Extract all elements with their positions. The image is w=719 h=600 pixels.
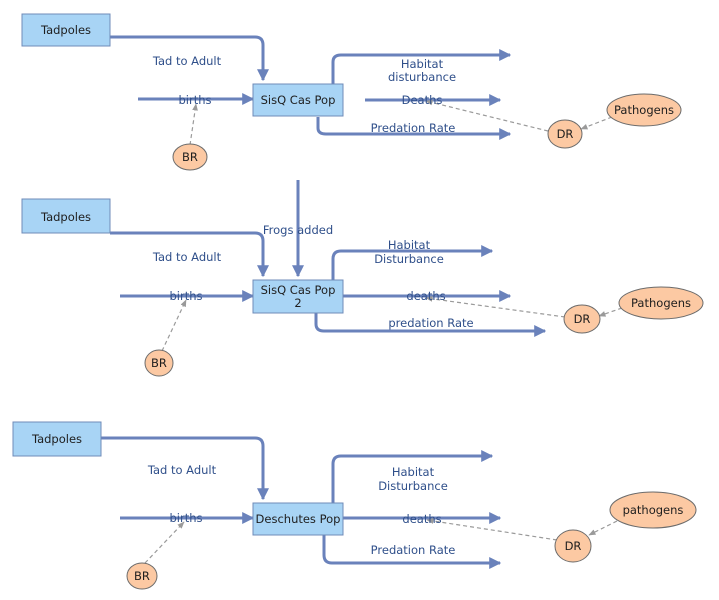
habitat-label-line1: Habitat xyxy=(401,57,444,71)
tad-to-adult-flow[interactable] xyxy=(101,436,269,501)
tadpoles-stock[interactable] xyxy=(21,198,111,234)
pathogens-to-dr-link xyxy=(598,307,623,317)
pathogens-label: Pathogens xyxy=(631,296,691,310)
diagram-2: Tadpoles SisQ Cas Pop 2 BR DR Pathogens … xyxy=(21,180,704,377)
tad-to-adult-label: Tad to Adult xyxy=(152,54,222,68)
habitat-disturbance-flow[interactable] xyxy=(331,245,494,280)
br-label: BR xyxy=(151,356,167,370)
br-to-births-link xyxy=(189,103,198,146)
habitat-disturbance-flow[interactable] xyxy=(331,450,494,503)
population-stock-label: SisQ Cas Pop xyxy=(261,93,336,107)
br-variable[interactable] xyxy=(144,349,174,377)
pathogens-label: pathogens xyxy=(623,503,684,517)
dr-label: DR xyxy=(565,539,582,553)
pathogens-variable[interactable] xyxy=(618,286,704,320)
tad-to-adult-label: Tad to Adult xyxy=(147,463,217,477)
predation-rate-label: predation Rate xyxy=(388,316,473,330)
births-label: births xyxy=(169,511,202,525)
br-variable[interactable] xyxy=(126,562,158,590)
tadpoles-stock[interactable] xyxy=(12,421,102,457)
population-stock[interactable] xyxy=(252,502,344,536)
dr-label: DR xyxy=(557,127,574,141)
tadpoles-stock[interactable] xyxy=(21,13,111,47)
population-stock[interactable] xyxy=(252,83,344,117)
dr-variable[interactable] xyxy=(547,119,583,149)
br-label: BR xyxy=(182,150,198,164)
population-stock-label-line2: 2 xyxy=(294,296,301,310)
habitat-label-line2: Disturbance xyxy=(374,252,444,266)
habitat-disturbance-flow[interactable] xyxy=(331,49,512,84)
br-to-births-link xyxy=(161,299,187,352)
dr-variable[interactable] xyxy=(554,529,592,563)
population-stock[interactable] xyxy=(252,279,344,314)
br-to-births-link xyxy=(144,521,185,564)
pathogens-to-dr-link xyxy=(580,116,613,130)
predation-rate-flow[interactable] xyxy=(316,117,512,140)
tad-to-adult-label: Tad to Adult xyxy=(152,250,222,264)
dr-to-deaths-link xyxy=(426,518,558,541)
births-label: births xyxy=(169,289,202,303)
habitat-label-line1: Habitat xyxy=(392,465,435,479)
population-stock-label-line1: SisQ Cas Pop xyxy=(261,283,336,297)
pathogens-variable[interactable] xyxy=(609,491,697,529)
diagram-1: Tadpoles SisQ Cas Pop BR DR Pathogens Ta… xyxy=(21,13,682,171)
pathogens-to-dr-link xyxy=(588,520,618,536)
habitat-label-line2: disturbance xyxy=(388,70,456,84)
tad-to-adult-flow[interactable] xyxy=(110,231,269,278)
deaths-label: deaths xyxy=(406,289,445,303)
predation-rate-flow[interactable] xyxy=(314,313,547,337)
births-label: births xyxy=(178,93,211,107)
br-variable[interactable] xyxy=(172,143,208,171)
predation-rate-flow[interactable] xyxy=(322,535,502,569)
tadpoles-label: Tadpoles xyxy=(40,210,91,224)
br-label: BR xyxy=(134,569,150,583)
habitat-label-line1: Habitat xyxy=(388,238,431,252)
deaths-label: Deaths xyxy=(402,93,443,107)
dr-label: DR xyxy=(574,312,591,326)
tadpoles-label: Tadpoles xyxy=(40,23,91,37)
pathogens-variable[interactable] xyxy=(606,93,682,127)
predation-rate-label: Predation Rate xyxy=(371,543,456,557)
pathogens-label: Pathogens xyxy=(614,103,674,117)
dr-variable[interactable] xyxy=(563,304,601,334)
habitat-label-line2: Disturbance xyxy=(378,479,448,493)
tadpoles-label: Tadpoles xyxy=(31,432,82,446)
predation-rate-label: Predation Rate xyxy=(371,121,456,135)
frogs-added-label: Frogs added xyxy=(263,223,333,237)
deaths-label: deaths xyxy=(402,512,441,526)
population-stock-label: Deschutes Pop xyxy=(256,512,341,526)
dr-to-deaths-link xyxy=(425,296,566,318)
diagram-3: Tadpoles Deschutes Pop BR DR pathogens T… xyxy=(12,421,697,590)
tad-to-adult-flow[interactable] xyxy=(110,35,269,82)
